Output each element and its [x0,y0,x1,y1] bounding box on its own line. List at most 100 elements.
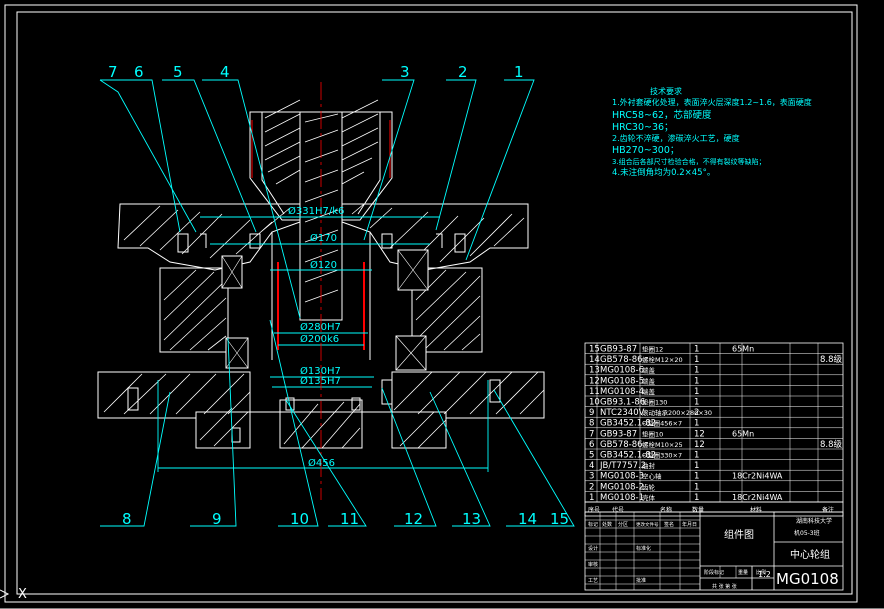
dim-170: Ø170 [310,232,337,244]
bom-cell-code: MG0108-2 [600,482,644,492]
title-row-label-4: 更改文件号 [636,521,659,528]
bom-cell-code: GB93-87 [600,345,637,355]
bom-cell-no: 5 [589,451,594,461]
balloon-2: 2 [458,63,468,81]
balloon-7: 7 [108,63,118,81]
balloon-6: 6 [134,63,144,81]
bom-cell-qty: 1 [694,461,699,471]
bom-cell-code: MG0108-1 [600,493,644,503]
balloon-1: 1 [514,63,524,81]
title-block-text: 组件图 湖南科技大学 机05-3班 中心轮组 1:2 MG0108 共 张 第 … [588,517,839,590]
bom-cell-no: 10 [589,398,600,408]
note-line-1: 1.外衬套硬化处理，表面淬火层深度1.2~1.6，表面硬度 [612,97,812,107]
bom-cell-no: 7 [589,429,594,439]
bom-cell-code: GB3452.1-82 [600,419,656,429]
bom-cell-qty: 1 [694,376,699,386]
bom-cell-no: 2 [589,482,594,492]
bom-cell-name: 滚动轴承200×280×30 [642,408,712,417]
inner-frame [16,11,853,595]
std-label: 标准化 [636,545,651,552]
bom-cell-no: 15 [589,345,600,355]
bom-cell-code: JB/T7757.2 [599,461,646,471]
dimension-lines [157,216,489,472]
note-line-4: 2.齿轮不淬硬，渗碳淬火工艺，硬度 [612,133,740,143]
bom-cell-name: 螺栓M10×25 [642,440,683,449]
note-line-5: HB270~300； [612,145,679,156]
bom-cell-no: 3 [589,472,594,482]
bom-header-cell: 数量 [692,506,704,514]
top-cover [117,203,529,271]
bom-cell-no: 4 [589,461,594,471]
balloons-bottom: 8 9 10 11 12 13 14 15 [122,510,569,528]
title-row-label-3: 分区 [618,521,628,528]
assembly-label: 组件图 [724,528,754,541]
bom-cell-no: 1 [589,493,594,503]
dimension-labels: Ø331H7/k6 Ø170 Ø120 Ø280H7 Ø200k6 Ø130H7… [288,205,344,469]
note-line-2: HRC58~62，芯部硬度 [612,109,712,121]
note-line-3: HRC30~36； [612,122,674,133]
bom-cell-qty: 1 [694,366,699,376]
bom-cell-no: 6 [589,440,594,450]
bom-cell-name: 垫圈10 [642,429,663,438]
bom-cell-code: GB93.1-86 [600,398,645,408]
bom-cell-name: 垫圈130 [642,398,667,407]
bom-cell-material: 18Cr2Ni4WA [732,472,783,481]
bom-cell-name: 端盖 [642,376,656,385]
ucs-icon: X [0,587,27,602]
balloon-4: 4 [220,63,230,81]
note-line-7: 4.未注倒角均为0.2×45°。 [612,167,715,178]
bom-cell-no: 8 [589,419,594,429]
bom-cell-code: GB578-86 [600,355,643,365]
bom-cell-code: NTC2340V [600,408,645,418]
bom-cell-code: GB93-87 [600,429,637,439]
dim-331: Ø331H7/k6 [288,205,344,217]
bom-header-cell: 备注 [822,506,834,514]
bom-cell-no: 9 [589,408,594,418]
bom-cell-qty: 1 [694,345,699,355]
drawing-number: MG0108 [776,570,839,588]
note-line-6: 3.组合后各部尺寸检验合格，不得有裂纹等缺陷； [612,157,766,166]
notes-title: 技术要求 [650,86,682,96]
review-label: 审核 [588,561,598,568]
bom-cell-code: GB3452.1-82 [600,451,656,461]
bom-cell-qty: 1 [694,387,699,397]
bom-cell-qty: 1 [694,472,699,482]
design-label: 设计 [588,545,598,552]
bom-cell-qty: 1 [694,493,699,503]
bom-cell-name: 壳体 [642,493,656,502]
technical-notes: 技术要求 1.外衬套硬化处理，表面淬火层深度1.2~1.6，表面硬度 HRC58… [612,86,812,178]
balloon-13: 13 [462,510,481,528]
school-label: 湖南科技大学 [796,517,832,525]
bom-cell-material: 65Mn [732,429,754,438]
bom-header-cell: 名称 [660,506,672,514]
bom-cell-name: 端盖 [642,387,656,396]
bom-cell-note: 8.8级 [820,354,843,365]
bom-header-cell: 代号 [612,506,624,514]
process-label: 工艺 [588,578,598,584]
bom-cell-code: MG0108-4 [600,387,644,397]
bom-cell-code: GB578-86 [600,440,643,450]
outer-frame [4,4,858,603]
stage-label: 阶段标记 [704,569,724,576]
bom-cell-qty: 1 [694,398,699,408]
approve-label: 批准 [636,577,646,584]
bom-cell-no: 13 [589,366,600,376]
bom-cell-no: 14 [589,355,600,365]
dim-280: Ø280H7 [300,321,341,333]
bom-cell-name: O型圈330×7 [642,451,682,460]
bom-cell-name: 垫圈12 [642,345,663,354]
balloon-8: 8 [122,510,132,528]
bom-cell-qty: 12 [694,429,705,439]
title-row-label-1: 标记 [588,521,598,528]
bom-cell-code: MG0108-6 [600,366,644,376]
balloon-leaders [99,79,575,527]
bom-cell-qty: 1 [694,419,699,429]
dim-200: Ø200k6 [300,333,339,345]
bom-cell-name: O型圈456×7 [642,419,682,428]
sheet-label: 共 张 第 张 [712,583,737,590]
balloon-5: 5 [173,63,183,81]
bom-cell-qty: 12 [694,440,705,450]
ucs-x-label: X [18,587,27,602]
balloon-15: 15 [550,510,569,528]
class-label: 机05-3班 [794,529,820,537]
